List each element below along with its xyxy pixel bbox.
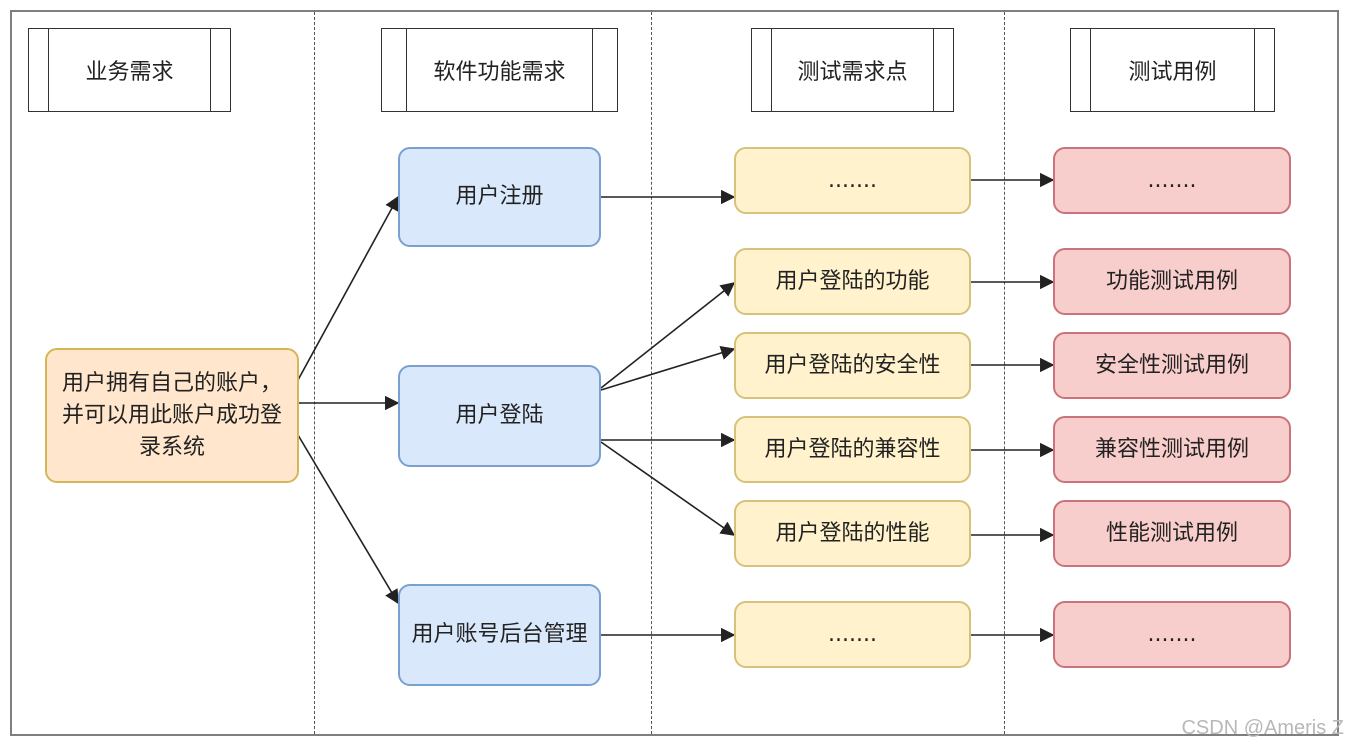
test-point-label: 用户登陆的功能 [775,268,930,294]
test-point-label: ....... [828,621,877,647]
function-label: 用户注册 [455,184,544,209]
function-label: 用户账号后台管理 [411,622,588,647]
test-case-node-4: 兼容性测试用例 [1053,416,1291,483]
test-case-label: 性能测试用例 [1105,520,1238,546]
function-node-account-admin: 用户账号后台管理 [398,584,601,686]
lane-divider-3 [1004,12,1005,734]
test-case-label: ....... [1147,167,1197,193]
arrow-business-to-register [297,195,399,381]
test-point-node-3: 用户登陆的安全性 [734,332,971,399]
header-business-requirements: 业务需求 [28,28,231,112]
test-case-label: 功能测试用例 [1105,268,1238,294]
test-case-label: 兼容性测试用例 [1094,436,1249,462]
function-node-login: 用户登陆 [398,365,601,467]
lane-divider-2 [651,12,652,734]
test-point-label: ....... [828,167,877,193]
function-node-register: 用户注册 [398,147,601,247]
arrow-login-to-performance [600,441,736,536]
arrow-login-to-security [600,345,736,391]
header-label: 测试需求点 [797,60,908,85]
test-case-label: 安全性测试用例 [1094,352,1249,378]
test-point-node-1: ....... [734,147,971,214]
test-point-node-5: 用户登陆的性能 [734,500,971,567]
diagram-frame [10,10,1339,736]
test-case-node-3: 安全性测试用例 [1053,332,1291,399]
test-point-node-4: 用户登陆的兼容性 [734,416,971,483]
arrow-business-to-admin [297,434,399,605]
test-point-label: 用户登陆的兼容性 [764,436,941,462]
header-label: 软件功能需求 [433,60,566,85]
test-case-node-1: ....... [1053,147,1291,214]
header-test-cases: 测试用例 [1070,28,1275,112]
test-case-node-2: 功能测试用例 [1053,248,1291,315]
business-requirement-text: 用户拥有自己的账户，并可以用此账户成功登录系统 [61,370,282,460]
header-label: 测试用例 [1128,60,1217,85]
test-point-label: 用户登陆的安全性 [764,352,941,378]
header-label: 业务需求 [85,60,174,85]
test-point-node-2: 用户登陆的功能 [734,248,971,315]
test-case-label: ....... [1147,621,1197,647]
test-case-node-5: 性能测试用例 [1053,500,1291,567]
arrow-login-to-function [600,282,736,389]
test-case-node-6: ....... [1053,601,1291,668]
function-label: 用户登陆 [455,403,544,428]
business-requirement-node: 用户拥有自己的账户，并可以用此账户成功登录系统 [45,348,299,483]
header-test-points: 测试需求点 [751,28,954,112]
watermark-text: CSDN @Ameris Z [1181,717,1344,739]
header-software-functions: 软件功能需求 [381,28,618,112]
test-point-node-6: ....... [734,601,971,668]
lane-divider-1 [314,12,315,734]
test-point-label: 用户登陆的性能 [775,520,930,546]
